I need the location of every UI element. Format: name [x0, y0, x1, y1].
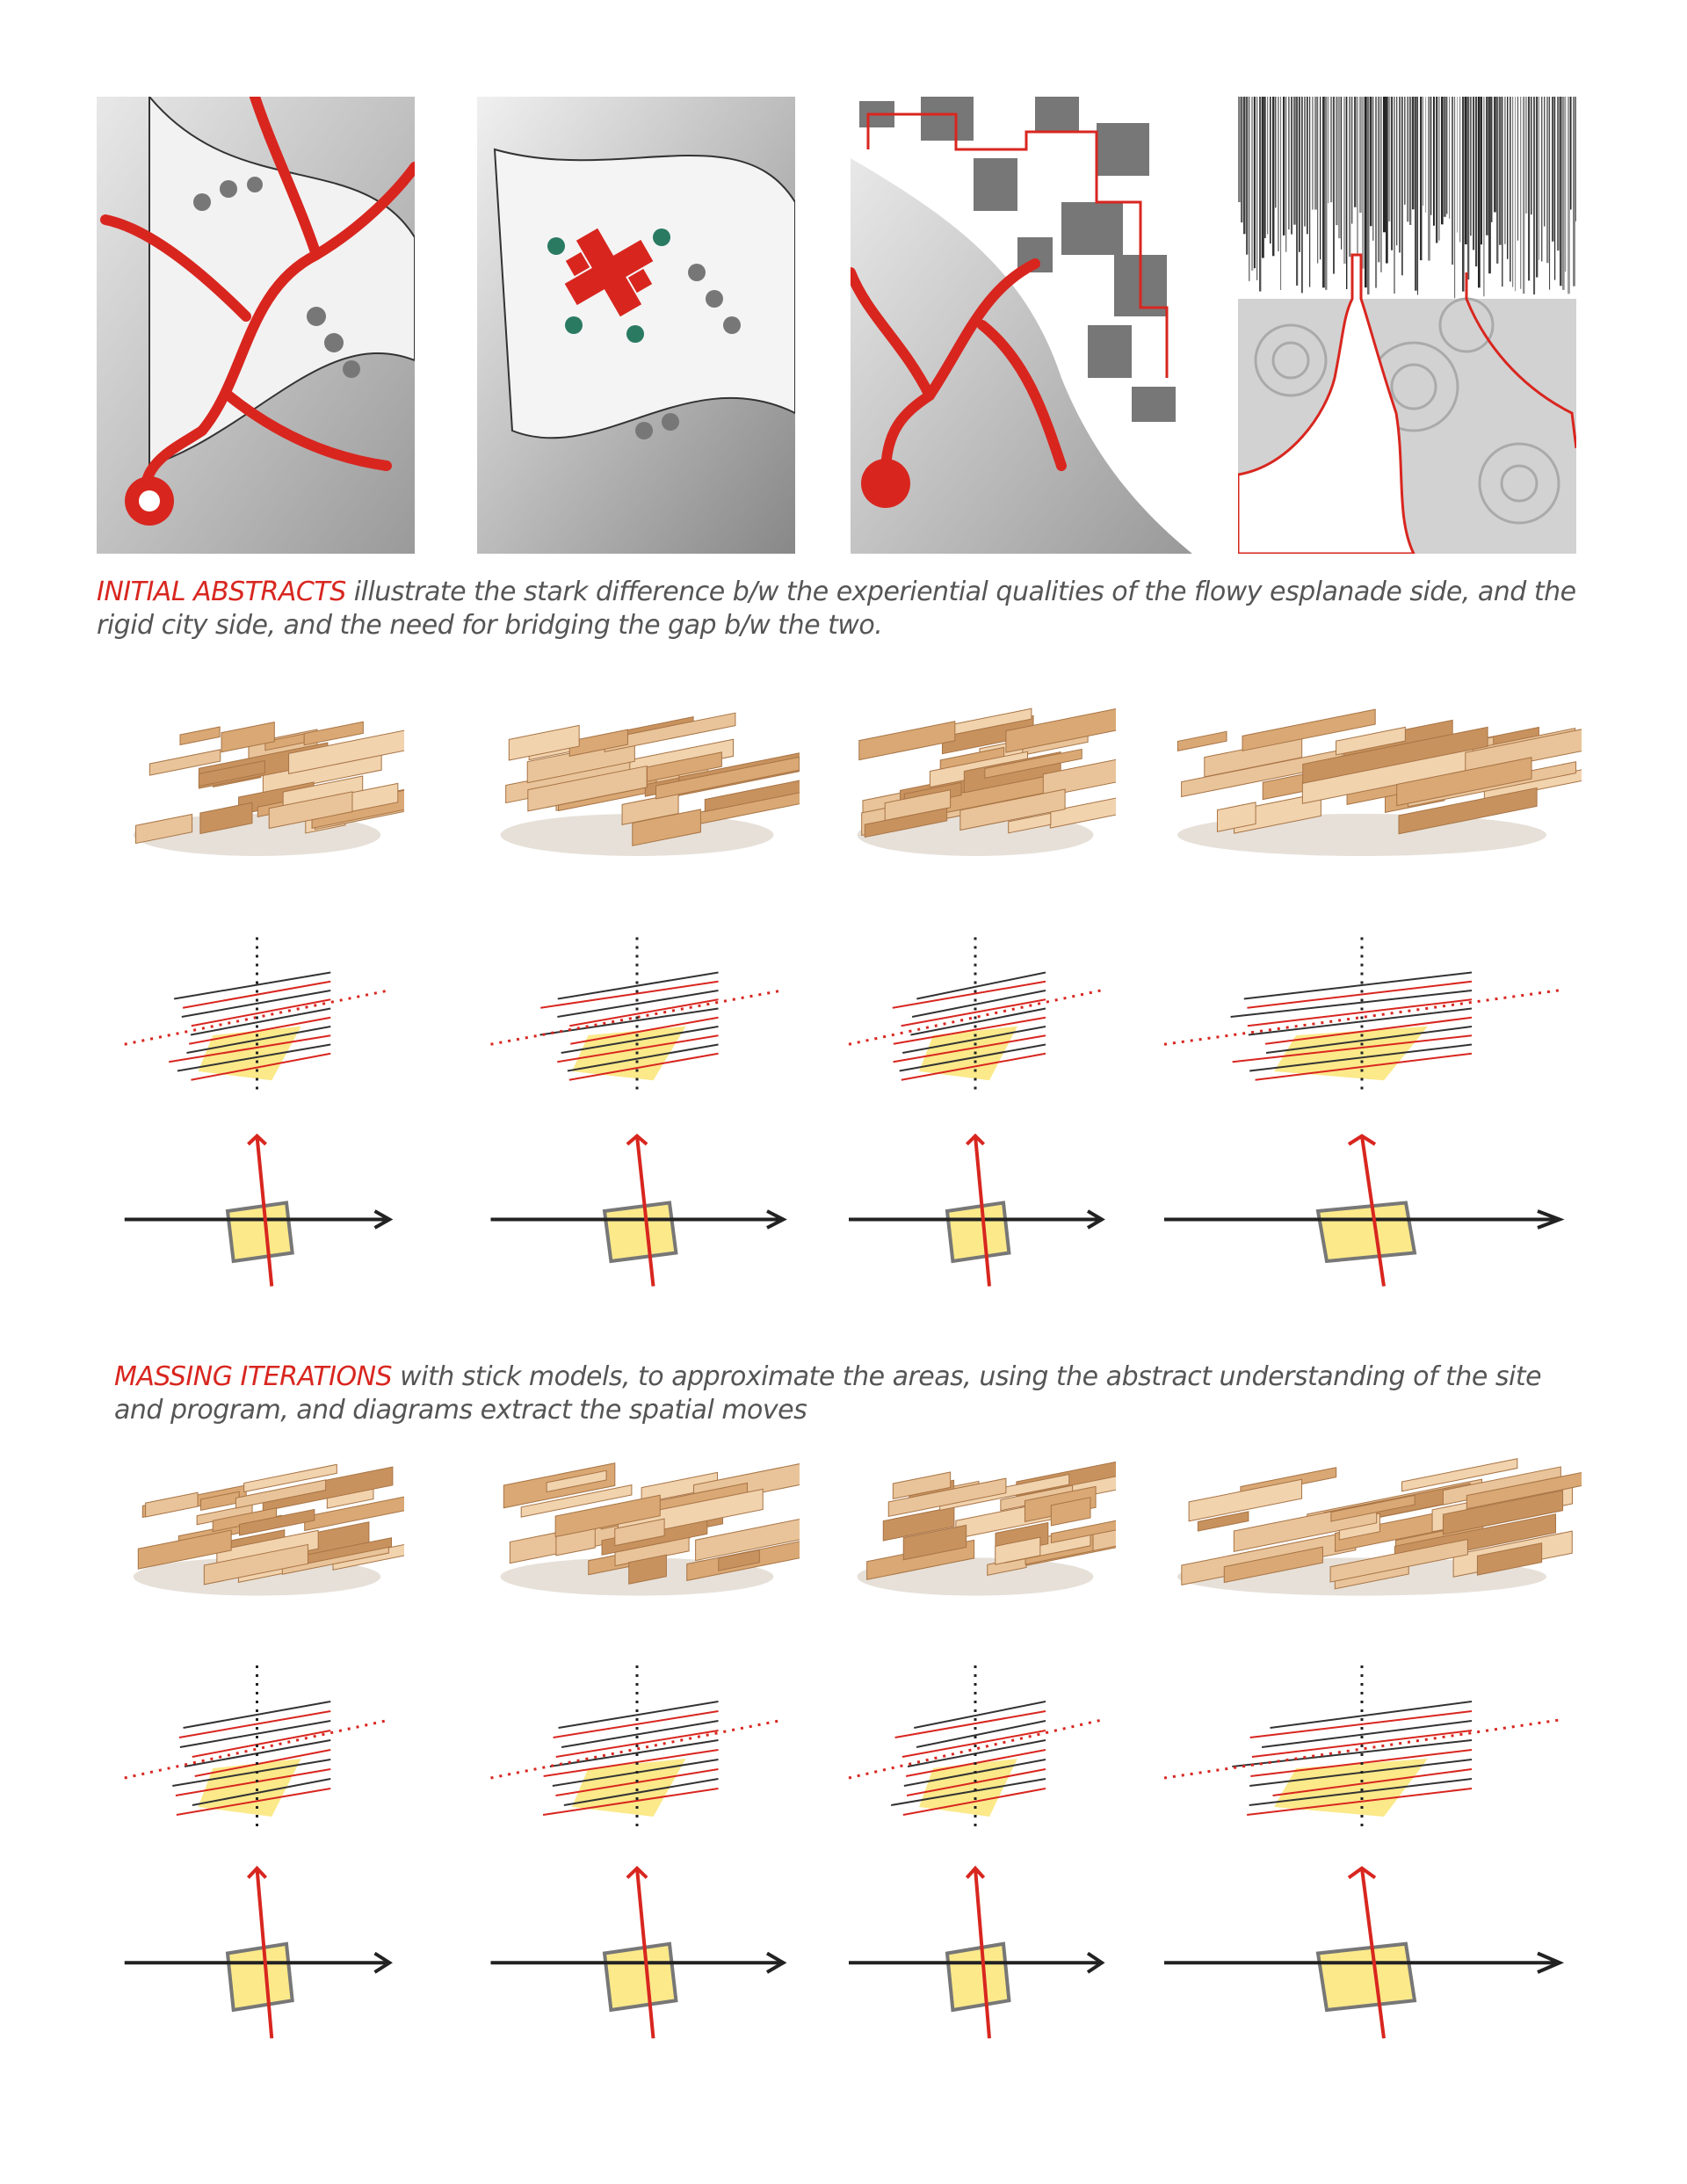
abstract-drawing-4	[1238, 97, 1576, 554]
arrow-icon	[255, 1136, 274, 1287]
axonometric-diagram-1	[124, 936, 390, 1090]
stick-model-photo-1	[133, 1463, 404, 1596]
abstract-drawing-1	[97, 97, 415, 554]
caption-highlight: MASSING ITERATIONS	[114, 1361, 393, 1392]
spatial-move-diagram-3	[849, 1133, 1105, 1287]
axonometric-diagram-3	[848, 936, 1103, 1090]
caption-text: illustrate the stark difference b/w the …	[97, 577, 1576, 641]
axonometric-diagram-2	[490, 1662, 784, 1826]
stick-model-photo-2	[500, 712, 800, 856]
circulation-axis	[124, 1718, 390, 1780]
arrow-icon	[635, 1868, 655, 2039]
circulation-axis	[490, 1718, 784, 1780]
massing-iterations-caption: MASSING ITERATIONS with stick models, to…	[114, 1360, 1564, 1427]
initial-abstracts-caption: INITIAL ABSTRACTS illustrate the stark d…	[97, 576, 1590, 642]
arrow-icon	[255, 1868, 274, 2039]
axonometric-diagram-1	[124, 1662, 390, 1826]
caption-highlight: INITIAL ABSTRACTS	[97, 577, 346, 607]
stick-model-photo-3	[857, 707, 1116, 856]
stick-model-photo-4	[1177, 708, 1582, 856]
stick-model-photo-4	[1177, 1458, 1582, 1596]
stick-model-photo-1	[133, 721, 404, 856]
arrow-icon	[974, 1136, 991, 1287]
arrow-icon	[1360, 1868, 1386, 2039]
axonometric-diagram-3	[848, 1662, 1103, 1826]
caption-text: with stick models, to approximate the ar…	[114, 1361, 1542, 1426]
spatial-move-diagram-2	[490, 1865, 787, 2039]
spatial-move-diagram-4	[1164, 1134, 1565, 1287]
axonometric-diagram-4	[1163, 1662, 1560, 1826]
spatial-move-diagram-1	[124, 1865, 393, 2039]
spatial-move-diagram-1	[124, 1133, 394, 1287]
circulation-axis	[490, 989, 784, 1046]
stick-model-photo-2	[500, 1462, 800, 1596]
spatial-move-diagram-3	[849, 1865, 1105, 2039]
arrow-icon	[635, 1136, 655, 1287]
spatial-move-diagram-4	[1164, 1866, 1565, 2039]
arrow-icon	[974, 1868, 991, 2039]
stick-model-photo-3	[857, 1461, 1116, 1596]
spatial-move-diagram-2	[490, 1133, 787, 1287]
circulation-axis	[124, 989, 390, 1046]
axonometric-diagram-2	[490, 936, 784, 1090]
abstract-drawing-2	[477, 97, 795, 554]
arrow-icon	[1360, 1136, 1386, 1287]
abstract-drawing-3	[851, 97, 1192, 554]
axonometric-diagram-4	[1163, 936, 1560, 1090]
